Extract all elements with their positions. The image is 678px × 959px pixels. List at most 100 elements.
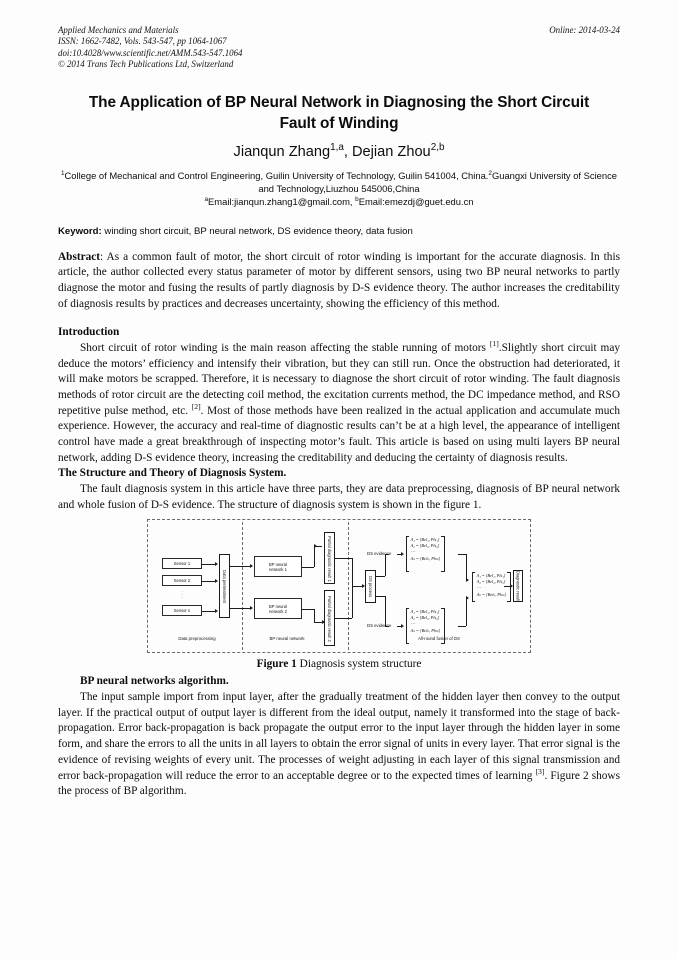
- section-heading-introduction: Introduction: [58, 326, 120, 339]
- node-bp-network-2: BP neural network 2: [254, 598, 302, 620]
- link-partial2-ds: [335, 618, 352, 620]
- link-top-matrix-final: [458, 554, 466, 556]
- node-partial-result-1-label: Partial diagnostic result 1: [327, 535, 333, 582]
- link-ev2-matrix: [397, 626, 402, 628]
- node-data-pretreatment-label: Data pretreatment: [222, 569, 228, 603]
- node-data-pretreatment: Data pretreatment: [219, 554, 230, 619]
- link-bp2-partial2-v: [314, 608, 315, 623]
- link-final-matrix-result: [504, 586, 510, 588]
- arrow-ev1: [401, 552, 404, 557]
- figure-1-caption-label: Figure 1: [256, 658, 297, 671]
- section-heading-structure: The Structure and Theory of Diagnosis Sy…: [58, 467, 287, 480]
- title-line-2: Fault of Winding: [279, 114, 399, 132]
- title-line-1: The Application of BP Neural Network in …: [88, 93, 590, 111]
- citation-2[interactable]: [2]: [191, 401, 201, 411]
- author-list: Jianqun Zhang1,a, Dejian Zhou2,b: [58, 141, 620, 161]
- figure-1-caption-text: Diagnosis system structure: [296, 658, 422, 671]
- node-bp-network-1: BP neural network 1: [254, 556, 302, 578]
- link-sensorn-pretreat: [202, 610, 215, 612]
- journal-doi: doi:10.4028/www.scientific.net/AMM.543-5…: [58, 47, 243, 58]
- zone-label-data-preprocessing: Data preprocessing: [178, 636, 216, 642]
- link-ev1-matrix: [397, 554, 402, 556]
- zone-divider-1: [242, 522, 243, 651]
- author-2-name: Dejian Zhou: [351, 143, 431, 160]
- citation-3[interactable]: [3]: [535, 766, 545, 776]
- intro-text-a: Short circuit of rotor winding is the ma…: [80, 341, 490, 354]
- author-separator: ,: [343, 143, 352, 160]
- arrow-final-top: [466, 578, 469, 583]
- matrix-bracket-left-top: [406, 536, 410, 573]
- arrow-bp1-in: [250, 564, 253, 569]
- abstract-label: Abstract: [58, 250, 101, 263]
- affiliation-2-text: Guangxi University of Science and Techno…: [258, 169, 617, 195]
- matrix-bottom-row-1: A₁ = [Bel₁, Pls₁]: [410, 608, 440, 614]
- author-1-name: Jianqun Zhang: [233, 143, 331, 160]
- matrix-final-row-4: Aₙ = [Belₙ, Plsₙ]: [476, 591, 507, 597]
- link-partial1-ds-v: [352, 558, 353, 587]
- email-1-marker: a: [204, 196, 209, 204]
- link-bottom-matrix-final-v: [466, 598, 467, 627]
- arrow-sensor1: [215, 561, 218, 566]
- matrix-final-row-3: ⋯: [476, 585, 481, 591]
- ds-evidence-label-1: DS evidence: [367, 551, 392, 557]
- zone-label-all-round-fusion: All-round fusion of DS: [418, 636, 460, 642]
- node-sensor-1: Sensor 1: [162, 558, 202, 570]
- node-diagnostic-result: Diagnostic result: [513, 570, 523, 603]
- author-2-affiliation-marker: 2,b: [430, 141, 445, 153]
- keyword-line: Keyword: winding short circuit, BP neura…: [58, 225, 620, 239]
- matrix-bottom-row-2: A₂ = [Bel₂, Pls₂]: [410, 615, 440, 621]
- matrix-bottom-row-4: Aₙ = [Belₙ, Plsₙ]: [410, 627, 441, 633]
- matrix-bracket-left-bottom: [406, 608, 410, 645]
- introduction-paragraph: Short circuit of rotor winding is the ma…: [58, 339, 620, 467]
- node-ds-process: DS process: [365, 570, 376, 604]
- matrix-top-row-1: A₁ = [Bel₁, Pls₁]: [410, 536, 440, 542]
- matrix-final-rows: A₁ = [Bel₁, Pls₁] A₂ = [Bel₂, Pls₂] ⋯ Aₙ…: [475, 572, 507, 602]
- arrow-final-bottom: [466, 596, 469, 601]
- link-partial2-ds-v: [352, 586, 353, 619]
- matrix-top-row-2: A₂ = [Bel₂, Pls₂]: [410, 543, 440, 549]
- citation-1[interactable]: [1]: [489, 339, 499, 349]
- email-2-marker: b: [355, 196, 359, 204]
- figure-1-caption: Figure 1 Diagnosis system structure: [58, 657, 620, 672]
- intro-text-b: .Slightly short circuit may deduce the m…: [58, 341, 620, 417]
- link-bp1-partial1-v: [314, 546, 315, 568]
- ds-evidence-label-2: DS evidence: [367, 623, 392, 629]
- journal-name: Applied Mechanics and Materials: [58, 25, 179, 35]
- abstract-block: Abstract: As a common fault of motor, th…: [58, 250, 620, 312]
- node-partial-result-1: Partial diagnostic result 1: [324, 532, 335, 585]
- arrow-sensorn: [215, 608, 218, 613]
- arrow-ds-in: [362, 584, 365, 589]
- bp-text-a: The input sample import from input layer…: [58, 691, 620, 782]
- link-bottom-matrix-final: [458, 626, 466, 628]
- link-partial1-ds: [335, 558, 352, 560]
- matrix-final-result: A₁ = [Bel₁, Pls₁] A₂ = [Bel₂, Pls₂] ⋯ Aₙ…: [472, 572, 511, 603]
- matrix-evidence-bottom: A₁ = [Bel₁, Pls₁] A₂ = [Bel₂, Pls₂] ⋯ Aₙ…: [406, 608, 445, 645]
- matrix-bracket-right-bottom: [441, 608, 445, 645]
- link-ev1-h: [385, 554, 389, 556]
- matrix-top-row-4: Aₙ = [Belₙ, Plsₙ]: [410, 555, 441, 561]
- keyword-label: Keyword:: [58, 225, 102, 237]
- author-1-affiliation-marker: 1,a: [330, 141, 344, 153]
- arrow-partial2-in: [322, 620, 325, 625]
- node-sensor-n: Sensor n: [162, 605, 202, 617]
- matrix-bracket-left-final: [472, 572, 476, 603]
- arrow-bp2-in: [250, 606, 253, 611]
- page-content: Applied Mechanics and Materials ISSN: 16…: [58, 25, 620, 800]
- matrix-final-row-1: A₁ = [Bel₁, Pls₁]: [476, 572, 506, 578]
- link-ds-out-dn: [376, 596, 385, 598]
- journal-copyright: © 2014 Trans Tech Publications Ltd, Swit…: [58, 59, 234, 70]
- email-1[interactable]: Email:jianqun.zhang1@gmail.com,: [208, 196, 356, 208]
- figure-1-diagram: Sensor 1 Sensor 2 ··· Sensor n Data pret…: [147, 519, 531, 654]
- zone-divider-2: [348, 522, 349, 651]
- link-ds-out-up: [376, 576, 385, 578]
- sensor-ellipsis: ···: [181, 589, 183, 601]
- figure-1-wrapper: Sensor 1 Sensor 2 ··· Sensor n Data pret…: [58, 519, 620, 654]
- section-heading-bp-algorithm: BP neural networks algorithm.: [80, 675, 229, 688]
- affiliation-1-marker: 1: [60, 169, 65, 177]
- node-partial-result-2: Partial diagnostic result 2: [324, 590, 335, 647]
- bp-text-b: . Figure 2 shows the process of BP algor…: [58, 769, 620, 798]
- node-partial-result-2-label: Partial diagnostic result 2: [327, 595, 333, 642]
- link-pretreat-bp1: [230, 566, 250, 568]
- email-2[interactable]: Email:emezdj@guet.edu.cn: [358, 196, 474, 208]
- intro-text-c: . Most of those methods have been realiz…: [58, 404, 620, 464]
